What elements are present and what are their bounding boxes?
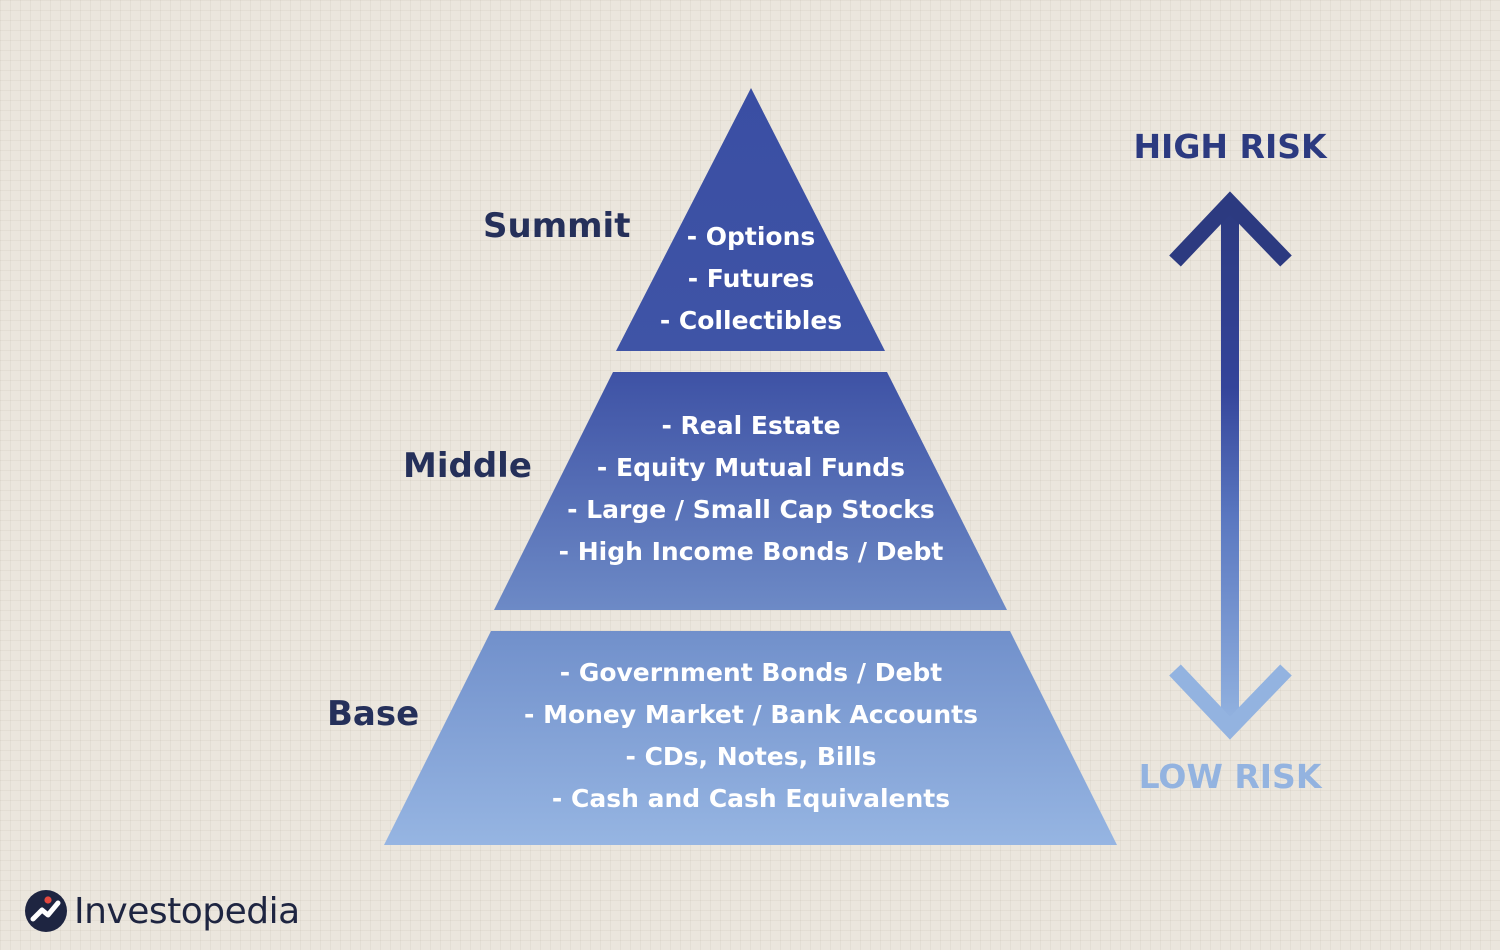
base-item-money-market: - Money Market / Bank Accounts	[523, 700, 978, 729]
investopedia-logo-icon	[25, 890, 67, 932]
middle-tier-shape	[494, 372, 1007, 610]
high-risk-label: HIGH RISK	[1133, 127, 1327, 166]
summit-items: - Options - Futures - Collectibles	[501, 216, 1001, 342]
base-label: Base	[327, 694, 420, 734]
risk-arrow	[1169, 191, 1292, 740]
low-risk-label: LOW RISK	[1138, 757, 1322, 796]
base-item-cds-notes-bills: - CDs, Notes, Bills	[625, 742, 877, 771]
middle-items: - Real Estate - Equity Mutual Funds - La…	[501, 405, 1001, 573]
risk-arrow-shaft	[1221, 205, 1239, 725]
middle-label: Middle	[403, 446, 532, 486]
summit-item-collectibles: - Collectibles	[659, 306, 843, 335]
base-item-cash-equivalents: - Cash and Cash Equivalents	[551, 784, 951, 813]
summit-label: Summit	[483, 206, 631, 246]
middle-item-equity-mutual-funds: - Equity Mutual Funds	[596, 453, 906, 482]
summit-item-options: - Options	[686, 222, 816, 251]
investopedia-logo-text: Investopedia	[74, 890, 300, 932]
middle-item-high-income-bonds: - High Income Bonds / Debt	[558, 537, 944, 566]
middle-item-real-estate: - Real Estate	[661, 411, 841, 440]
investopedia-logo: Investopedia	[24, 886, 300, 936]
arrow-down-icon	[1169, 664, 1292, 740]
arrow-up-icon	[1169, 191, 1292, 267]
base-item-government-bonds: - Government Bonds / Debt	[559, 658, 943, 687]
base-items: - Government Bonds / Debt - Money Market…	[501, 652, 1001, 820]
middle-item-cap-stocks: - Large / Small Cap Stocks	[567, 495, 935, 524]
base-tier-shape	[384, 631, 1117, 845]
summit-tier-shape	[616, 88, 885, 351]
summit-item-futures: - Futures	[687, 264, 815, 293]
